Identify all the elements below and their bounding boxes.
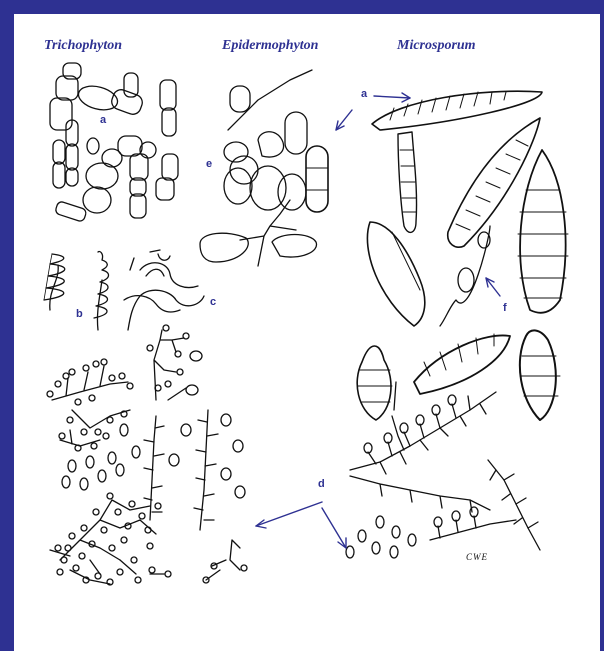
label-d: d — [318, 478, 325, 490]
label-a-trichophyton: a — [100, 114, 106, 126]
trichophyton-conidia-group — [50, 63, 178, 222]
label-e: e — [206, 158, 212, 170]
label-b: b — [76, 308, 83, 320]
spiral-hyphae-group — [44, 250, 204, 330]
label-c: c — [210, 296, 216, 308]
trichophyton-stalks-group — [144, 325, 247, 583]
trichophyton-microconidia-group — [47, 359, 140, 490]
microsporum-hyphae-group — [346, 382, 540, 558]
label-f: f — [503, 302, 507, 314]
artist-signature: CWE — [466, 552, 488, 562]
microsporum-macroconidia-group — [357, 91, 568, 420]
pointer-arrows — [256, 93, 500, 548]
label-a-microsporum: a — [361, 88, 367, 100]
trichophyton-bush-group — [50, 493, 171, 585]
epidermophyton-clubs-group — [200, 70, 328, 266]
